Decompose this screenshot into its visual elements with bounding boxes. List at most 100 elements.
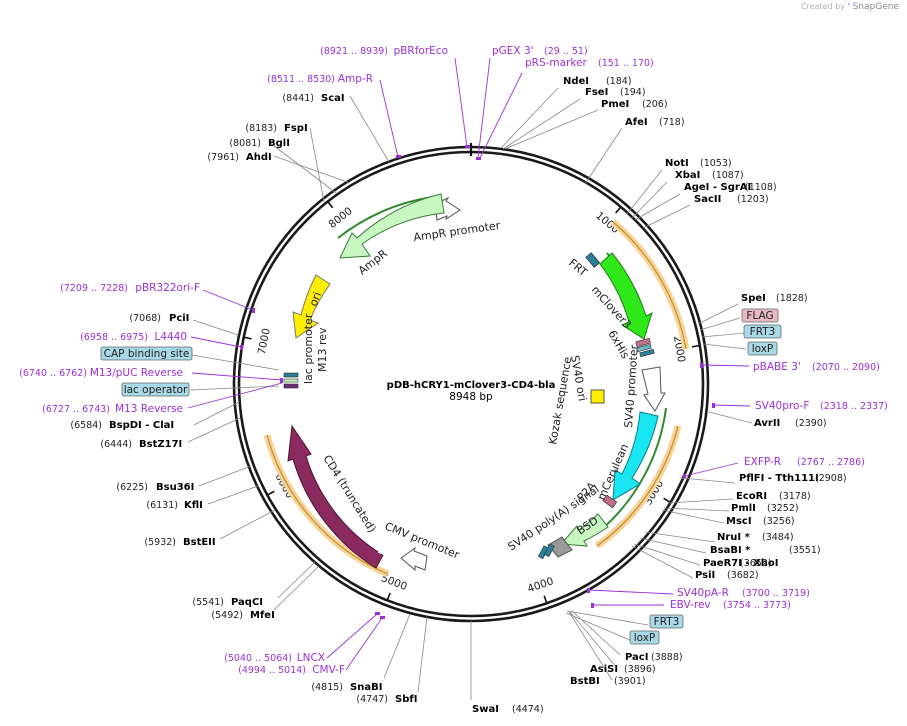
primer-name: LNCX	[297, 652, 325, 664]
feature-box-text: lac operator	[124, 384, 188, 396]
lac-promoter-label: lac promoter	[302, 313, 315, 384]
enzyme-name: NotI	[665, 158, 689, 169]
mcerulean-arrow	[612, 411, 659, 501]
primer-name: CMV-F	[312, 664, 345, 676]
primer-name: M13 Reverse	[115, 403, 183, 415]
p2a-marker	[602, 494, 618, 509]
primer-site: pRS-marker(151 .. 170)	[525, 57, 654, 69]
primer-site: EBV-rev(3754 .. 3773)	[670, 599, 791, 611]
kozak-label: Kozak sequence	[546, 356, 574, 446]
enzyme-leaders	[187, 87, 753, 700]
primer-position: (8921 .. 8939)	[320, 46, 388, 57]
enzyme-position: (6444)	[100, 439, 132, 450]
6xhis-marker-a	[635, 337, 651, 348]
feature-box	[121, 382, 190, 397]
enzyme-site: BstZ17I (6444)	[100, 439, 182, 450]
ruler-tick-mark	[266, 490, 275, 496]
enzyme-position: (184)	[606, 76, 632, 87]
feature-box-text: FRT3	[654, 616, 680, 628]
primer-labels: pBRforEco(8921 .. 8939)pGEX 3'(29 .. 51)…	[19, 45, 888, 676]
ruler-tick-mark	[691, 344, 700, 348]
enzyme-site: PacI(3888)	[625, 652, 683, 663]
primer-name: pBRforEco	[394, 45, 448, 57]
enzyme-site: FspI (8183)	[245, 123, 307, 134]
ruler-tick-label: 8000	[326, 205, 354, 231]
enzyme-position: (8183)	[245, 123, 277, 134]
enzyme-name: FspI	[284, 123, 308, 134]
enzyme-labels: NdeI(184)FseI(194)PmeI(206)AfeI(718)NotI…	[70, 76, 846, 715]
enzyme-position: (4815)	[311, 682, 343, 693]
enzyme-name: SwaI	[472, 704, 499, 715]
enzyme-site: NruI *(3484)	[717, 532, 794, 543]
feature-arrows	[283, 193, 666, 572]
snapgene-watermark: Created by ❜ SnapGene	[801, 2, 899, 12]
primer-name: pBR322ori-F	[135, 282, 200, 294]
boxed-feature-label: loxP	[747, 341, 778, 356]
enzyme-name: ScaI	[321, 93, 345, 104]
feature-box	[741, 308, 779, 323]
enzyme-site: FseI(194)	[585, 87, 646, 98]
frt3-marker-b	[544, 543, 555, 558]
feature-box	[629, 630, 660, 645]
enzyme-site: SacII(1203)	[694, 194, 769, 205]
m13-rev-label: M13 rev	[316, 327, 329, 372]
ruler-tick-mark	[663, 497, 671, 504]
enzyme-name: Bsu36I	[156, 482, 194, 493]
primer-markers	[240, 145, 715, 619]
enzyme-name: SbfI	[395, 694, 417, 705]
primer-name: EXFP-R	[744, 456, 781, 468]
enzyme-name: PmeI	[601, 99, 629, 110]
enzyme-position: (3888)	[651, 652, 683, 663]
sv40-ori-marker	[590, 389, 605, 404]
primer-name: Amp-R	[338, 73, 373, 85]
enzyme-name: PmlI	[731, 503, 756, 514]
enzyme-name: PacI	[625, 652, 648, 663]
enzyme-position: (5541)	[192, 597, 224, 608]
enzyme-site: PaeR7I - XhoI(3652)	[703, 558, 779, 569]
primer-name: pGEX 3'	[492, 45, 534, 57]
primer-position: (8511 .. 8530)	[267, 74, 335, 85]
boxed-feature-label: FRT3	[649, 614, 684, 629]
enzyme-position: (3551)	[789, 545, 821, 556]
primer-site: M13/pUC Reverse(6740 .. 6762)	[19, 367, 183, 379]
enzyme-position: (1053)	[700, 158, 732, 169]
primer-name: L4440	[154, 331, 187, 343]
enzyme-position: (3252)	[767, 503, 799, 514]
enzyme-name: FseI	[585, 87, 608, 98]
enzyme-position: (4747)	[356, 694, 388, 705]
enzyme-site: SwaI(4474)	[472, 704, 544, 715]
enzyme-name: PaeR7I - XhoI	[703, 558, 779, 569]
primer-position: (6958 .. 6975)	[80, 332, 148, 343]
plasmid-length: 8948 bp	[449, 391, 493, 403]
enzyme-site: MfeI(5492)	[211, 610, 274, 621]
enzyme-name: BstZ17I	[139, 439, 182, 450]
bsd-arrow	[559, 513, 609, 547]
watermark-brand: SnapGene	[852, 2, 899, 12]
enzyme-position: (1108)	[745, 182, 777, 193]
enzyme-site: SbfI (4747)	[356, 694, 417, 705]
enzyme-name: PaqCI	[231, 597, 263, 608]
ruler-tick-mark	[243, 336, 252, 340]
enzyme-position: (1203)	[737, 194, 769, 205]
feature-box-text: FRT3	[750, 326, 776, 338]
enzyme-position: (6584)	[70, 420, 102, 431]
cmv-promoter-arrow	[400, 546, 428, 572]
primer-site: pBRforEco (8921 .. 8939)	[320, 45, 448, 57]
enzyme-site: PmeI(206)	[601, 99, 668, 110]
enzyme-site: PsiI(3682)	[695, 570, 759, 581]
primer-name: EBV-rev	[670, 599, 711, 611]
boxed-feature-label: lac operator	[121, 382, 190, 397]
enzyme-name: MscI	[726, 516, 752, 527]
cd4-end-hatch	[377, 538, 390, 556]
watermark-prefix: Created by	[800, 2, 845, 11]
boxed-feature-label: loxP	[629, 630, 660, 645]
enzyme-position: (718)	[659, 117, 685, 128]
lac-marker-a	[283, 372, 299, 378]
primer-site: EXFP-R(2767 .. 2786)	[744, 456, 865, 468]
primer-site: CMV-F(4994 .. 5014)	[238, 664, 345, 676]
primer-position: (6740 .. 6762)	[19, 368, 87, 379]
enzyme-position: (3484)	[762, 532, 794, 543]
enzyme-position: (3901)	[614, 676, 646, 687]
primer-position: (2070 .. 2090)	[812, 362, 880, 373]
